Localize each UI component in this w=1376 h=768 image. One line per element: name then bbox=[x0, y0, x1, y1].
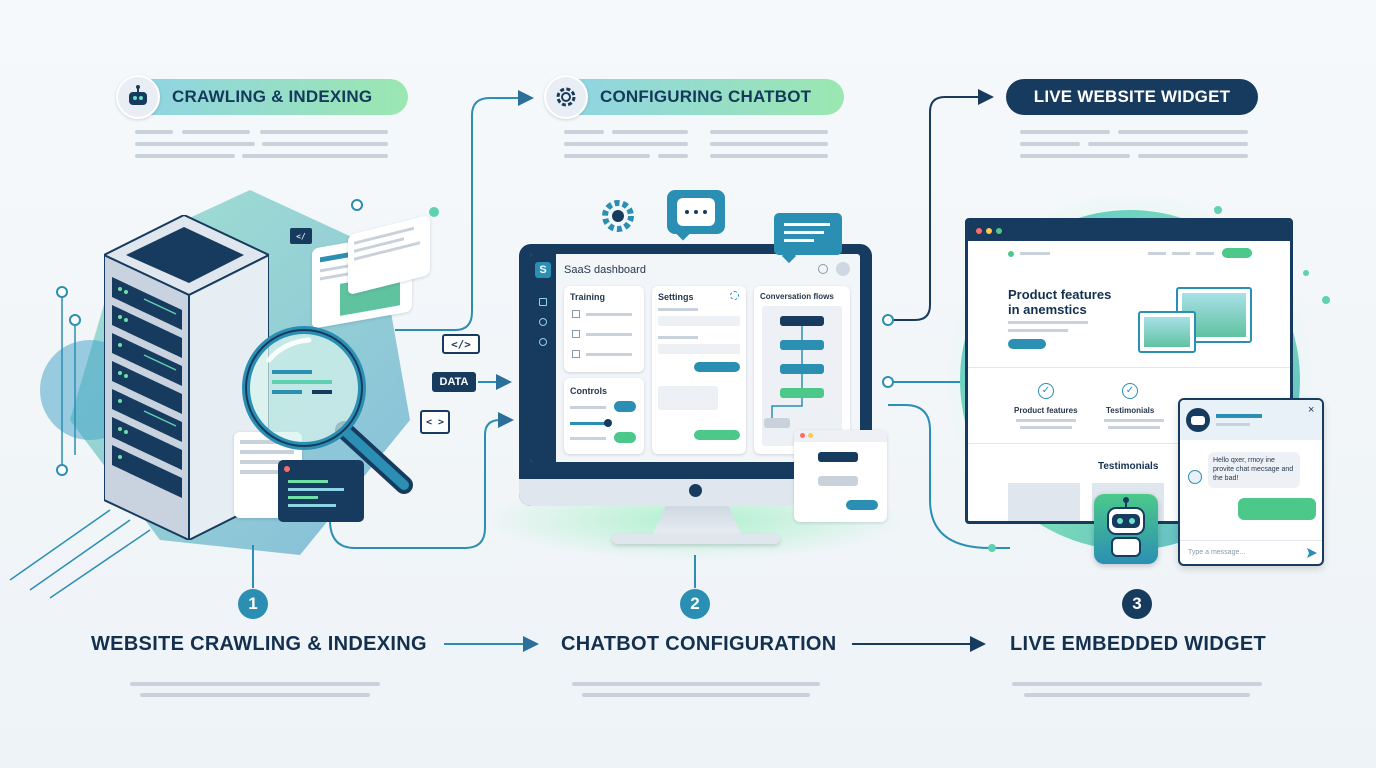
user-avatar[interactable] bbox=[836, 262, 850, 276]
browser-titlebar bbox=[968, 221, 1290, 241]
controls-label: Controls bbox=[570, 386, 607, 396]
stage-2-pill-label: CONFIGURING CHATBOT bbox=[600, 87, 812, 106]
dashboard-sidebar: S bbox=[530, 254, 556, 462]
step-2-title: CHATBOT CONFIGURATION bbox=[561, 633, 837, 655]
conversation-flows-panel: Conversation flows bbox=[754, 286, 850, 454]
training-label: Training bbox=[570, 292, 606, 302]
website-hero-cta-button[interactable] bbox=[1008, 339, 1046, 349]
code-window bbox=[278, 460, 364, 522]
grid-icon[interactable] bbox=[539, 298, 547, 306]
check-icon-1: ✓ bbox=[1038, 383, 1054, 399]
website-hero-title: Product features in anemstics bbox=[1008, 287, 1111, 317]
flow-diagram bbox=[764, 316, 824, 428]
toggle-switch-1[interactable] bbox=[614, 401, 636, 412]
settings-gear-icon[interactable] bbox=[730, 291, 739, 300]
chatbot-robot-avatar[interactable] bbox=[1094, 494, 1158, 564]
step-3-number: 3 bbox=[1122, 589, 1152, 619]
gear-icon bbox=[544, 75, 588, 119]
connector-bottom-2-3 bbox=[888, 404, 1010, 549]
stage-3-pill: LIVE WEBSITE WIDGET bbox=[1006, 79, 1258, 115]
stage-1-pill-label: CRAWLING & INDEXING bbox=[172, 87, 373, 106]
website-nav-button[interactable] bbox=[1222, 248, 1252, 258]
code-tag-2: < > bbox=[420, 410, 450, 434]
step-1-number: 1 bbox=[238, 589, 268, 619]
chat-input[interactable]: Type a message... bbox=[1188, 549, 1246, 556]
dashboard-logo: S bbox=[535, 262, 551, 278]
data-tag: DATA bbox=[432, 372, 476, 392]
feature-label-1: Product features bbox=[1014, 406, 1078, 415]
flow-popup-card bbox=[794, 430, 887, 522]
slider[interactable] bbox=[570, 422, 610, 425]
monitor-webcam-dot bbox=[689, 484, 702, 497]
chat-bot-message: Hello qxer, rmoy ine provite chat mecsag… bbox=[1208, 452, 1300, 488]
monitor-stand bbox=[652, 506, 742, 536]
notification-bell-icon[interactable] bbox=[818, 264, 828, 274]
training-panel: Training bbox=[564, 286, 644, 372]
chat-user-message bbox=[1238, 498, 1316, 520]
chat-bot-icon bbox=[1186, 408, 1210, 432]
robot-icon bbox=[116, 75, 160, 119]
code-tag-1: </> bbox=[442, 334, 480, 354]
magnifying-glass-icon bbox=[234, 320, 424, 500]
stage-3-pill-label: LIVE WEBSITE WIDGET bbox=[1033, 87, 1231, 106]
floating-gear-icon bbox=[598, 196, 638, 236]
monitor-base bbox=[612, 534, 780, 544]
conversation-flows-label: Conversation flows bbox=[760, 292, 834, 301]
stage-1-pill: CRAWLING & INDEXING bbox=[116, 75, 408, 119]
chat-bot-small-avatar bbox=[1188, 470, 1202, 484]
step-1-title: WEBSITE CRAWLING & INDEXING bbox=[91, 633, 427, 655]
controls-panel: Controls bbox=[564, 378, 644, 454]
circuit-lines bbox=[9, 292, 151, 599]
code-tag-3: </ bbox=[290, 228, 312, 244]
connector-top-1-2 bbox=[395, 90, 534, 331]
send-icon[interactable] bbox=[1306, 546, 1318, 558]
testimonials-heading: Testimonials bbox=[1098, 461, 1159, 472]
step-3-title: LIVE EMBEDDED WIDGET bbox=[1010, 633, 1267, 655]
save-settings-button[interactable] bbox=[694, 430, 740, 440]
dashboard-screen: S SaaS dashboard Training Controls Setti… bbox=[530, 254, 860, 462]
hero-image-2 bbox=[1138, 311, 1196, 353]
check-icon-2: ✓ bbox=[1122, 383, 1138, 399]
connector-bottom-1-2 bbox=[329, 412, 514, 549]
connector-top-2-3 bbox=[888, 89, 994, 321]
server-tower bbox=[101, 213, 272, 542]
stage-2-pill: CONFIGURING CHATBOT bbox=[544, 75, 844, 119]
floating-message-card bbox=[774, 213, 842, 264]
settings-icon[interactable] bbox=[539, 318, 547, 326]
feature-label-2: Testimonials bbox=[1106, 406, 1155, 415]
website-hero-title-line1: Product features bbox=[1008, 287, 1112, 302]
website-hero-title-line2: in anemstics bbox=[1008, 302, 1087, 317]
sidebar-gear-icon[interactable] bbox=[539, 338, 547, 346]
chat-close-icon[interactable]: × bbox=[1308, 404, 1315, 416]
dashboard-title: SaaS dashboard bbox=[564, 264, 646, 276]
chat-widget: × Hello qxer, rmoy ine provite chat mecs… bbox=[1178, 398, 1324, 566]
testimonial-image-1 bbox=[1008, 483, 1080, 521]
step-2-number: 2 bbox=[680, 589, 710, 619]
settings-label: Settings bbox=[658, 292, 694, 302]
floating-chat-bubble-icon bbox=[667, 190, 725, 241]
toggle-switch-2[interactable] bbox=[614, 432, 636, 443]
website-browser-window: Product features in anemstics ✓ ✓ Produc… bbox=[965, 218, 1293, 524]
